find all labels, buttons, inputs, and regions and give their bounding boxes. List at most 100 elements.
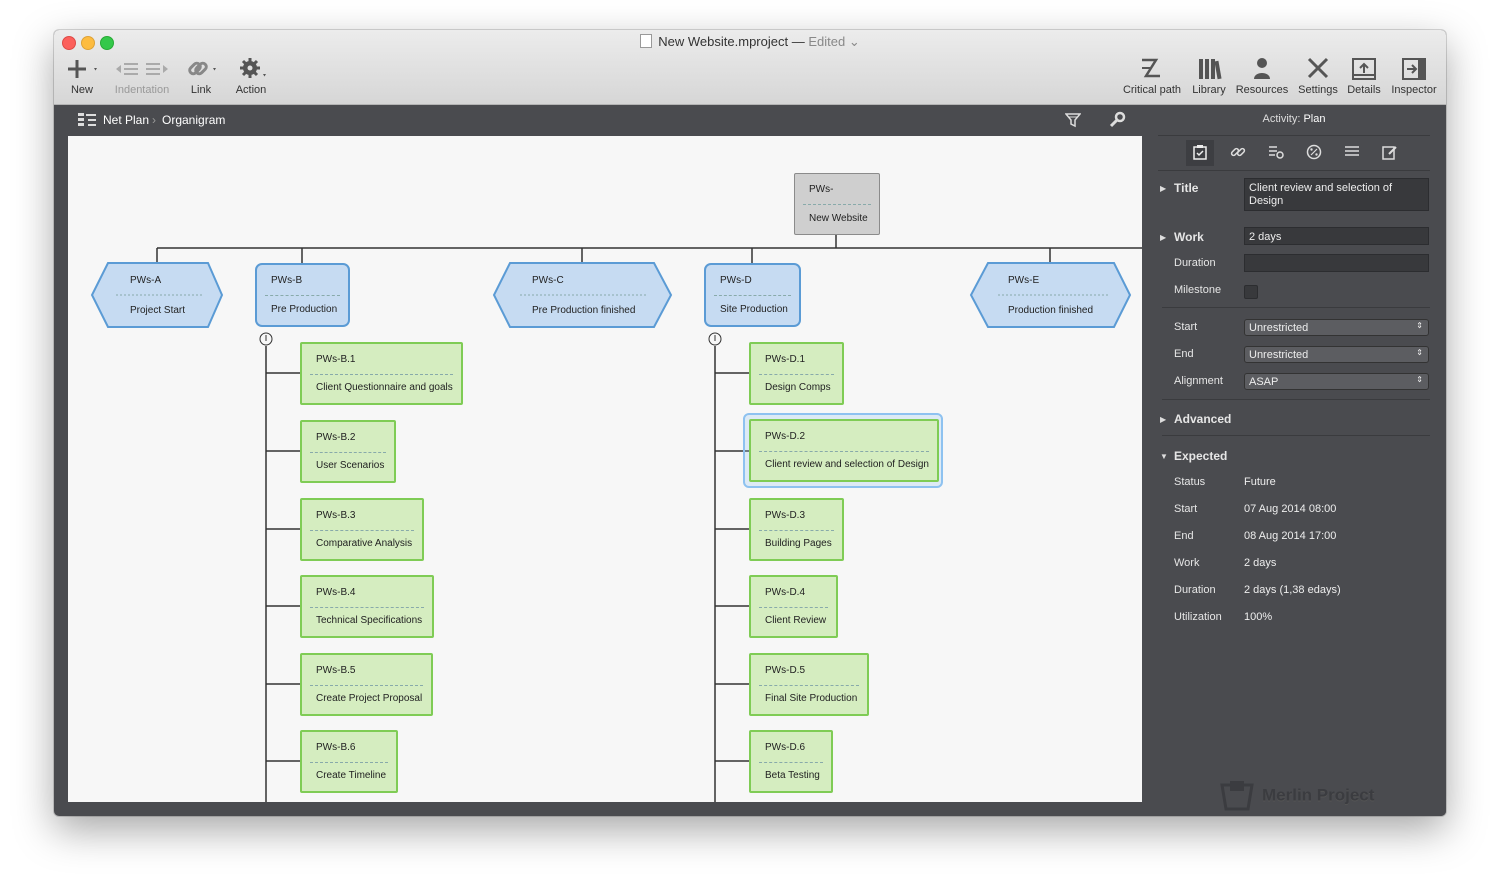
node-divider <box>265 295 340 296</box>
zoom-window-button[interactable] <box>100 36 114 50</box>
node-divider <box>759 761 823 763</box>
clipboard-check-icon <box>1192 144 1208 163</box>
app-window: New Website.mproject — Edited ⌄ New Inde… <box>54 30 1446 816</box>
start-label: Start <box>1174 321 1198 333</box>
node-divider <box>759 684 859 686</box>
end-select[interactable]: Unrestricted⇕ <box>1244 346 1429 363</box>
settings-button[interactable]: Settings <box>1294 54 1342 96</box>
milestone-checkbox[interactable] <box>1244 285 1258 299</box>
node-name: Pre Production finished <box>532 305 636 316</box>
tab-resources[interactable] <box>1262 140 1290 166</box>
inspector-header-prefix: Activity: <box>1262 113 1301 125</box>
node-divider <box>310 451 386 453</box>
resources-label: Resources <box>1235 84 1289 96</box>
node-name: New Website <box>809 213 868 224</box>
work-disclosure-icon[interactable]: ▶ <box>1160 233 1167 242</box>
alignment-select[interactable]: ASAP⇕ <box>1244 373 1429 390</box>
settings-label: Settings <box>1298 84 1338 96</box>
organigram-canvas[interactable]: PWs- New Website PWs-A Project Start PWs… <box>68 136 1142 802</box>
link-button[interactable]: Link <box>182 54 220 96</box>
tab-list[interactable] <box>1338 140 1366 166</box>
node-pws-d2[interactable]: PWs-D.2 Client review and selection of D… <box>749 419 939 482</box>
title-disclosure-icon[interactable]: ▶ <box>1160 184 1167 193</box>
expected-utilization-label: Utilization <box>1174 611 1222 623</box>
expected-status-value: Future <box>1244 476 1276 488</box>
node-pws-d6[interactable]: PWs-D.6 Beta Testing <box>749 730 833 793</box>
advanced-label[interactable]: Advanced <box>1174 412 1232 426</box>
node-id: PWs-C <box>532 275 564 286</box>
divider <box>1162 307 1430 308</box>
node-pws-d4[interactable]: PWs-D.4 Client Review <box>749 575 838 638</box>
node-id: PWs-B.1 <box>316 354 356 365</box>
node-divider <box>759 450 929 452</box>
expected-label[interactable]: Expected <box>1174 449 1228 463</box>
details-button[interactable]: Details <box>1344 54 1384 96</box>
node-id: PWs-D.4 <box>765 587 805 598</box>
node-pws-d3[interactable]: PWs-D.3 Building Pages <box>749 498 844 561</box>
expected-disclosure-icon[interactable]: ▼ <box>1160 452 1168 461</box>
node-pws-b2[interactable]: PWs-B.2 User Scenarios <box>300 420 396 483</box>
start-select[interactable]: Unrestricted⇕ <box>1244 319 1429 336</box>
node-pws-e[interactable]: PWs-E Production finished <box>971 263 1130 327</box>
action-button[interactable]: Action <box>230 54 272 96</box>
node-pws-d1[interactable]: PWs-D.1 Design Comps <box>749 342 844 405</box>
duration-field[interactable] <box>1244 254 1429 272</box>
node-pws-b6[interactable]: PWs-B.6 Create Timeline <box>300 730 398 793</box>
expected-end-value: 08 Aug 2014 17:00 <box>1244 530 1337 542</box>
new-button[interactable]: New <box>64 54 100 96</box>
tab-notes[interactable] <box>1376 140 1404 166</box>
tab-activity[interactable] <box>1186 140 1214 166</box>
resources-button[interactable]: Resources <box>1234 54 1290 96</box>
tab-progress[interactable] <box>1300 140 1328 166</box>
node-name: Pre Production <box>271 304 338 315</box>
divider <box>1162 435 1430 436</box>
work-field[interactable]: 2 days <box>1244 227 1429 245</box>
node-divider <box>714 295 791 296</box>
tab-links[interactable] <box>1224 140 1252 166</box>
expected-start-value: 07 Aug 2014 08:00 <box>1244 503 1337 515</box>
end-select-value: Unrestricted <box>1249 349 1309 361</box>
indentation-label: Indentation <box>114 84 170 96</box>
updown-arrows-icon: ⇕ <box>1416 375 1423 384</box>
node-pws-b4[interactable]: PWs-B.4 Technical Specifications <box>300 575 434 638</box>
node-pws-d5[interactable]: PWs-D.5 Final Site Production <box>749 653 869 716</box>
indentation-button[interactable]: Indentation <box>110 54 174 96</box>
node-name: Project Start <box>130 305 186 316</box>
node-divider <box>759 606 828 608</box>
view-switcher-icon[interactable] <box>78 113 96 132</box>
node-pws-b5[interactable]: PWs-B.5 Create Project Proposal <box>300 653 433 716</box>
node-pws-b1[interactable]: PWs-B.1 Client Questionnaire and goals <box>300 342 463 405</box>
node-pws-d[interactable]: PWs-D Site Production <box>704 263 801 327</box>
breadcrumb-organigram[interactable]: Organigram <box>162 113 226 127</box>
library-button[interactable]: Library <box>1190 54 1228 96</box>
title-field[interactable]: Client review and selection of Design <box>1244 178 1429 211</box>
node-pws-b3[interactable]: PWs-B.3 Comparative Analysis <box>300 498 424 561</box>
node-name: Design Comps <box>765 382 831 393</box>
node-pws-c[interactable]: PWs-C Pre Production finished <box>494 263 671 327</box>
inspector-panel: Activity: Plan ▶ Title <box>1158 105 1446 816</box>
inspector-button[interactable]: Inspector <box>1388 54 1440 96</box>
wrench-icon[interactable] <box>1108 111 1126 134</box>
advanced-disclosure-icon[interactable]: ▶ <box>1160 415 1167 424</box>
node-pws-a[interactable]: PWs-A Project Start <box>92 263 222 327</box>
filter-icon[interactable] <box>1064 112 1082 133</box>
link-label: Link <box>190 84 212 96</box>
resources-icon <box>1234 54 1290 84</box>
edited-status[interactable]: Edited ⌄ <box>808 34 860 49</box>
critical-path-icon <box>1120 54 1184 84</box>
critical-path-button[interactable]: Critical path <box>1120 54 1184 96</box>
title-label: Title <box>1174 181 1199 195</box>
minimize-window-button[interactable] <box>81 36 95 50</box>
node-divider <box>310 761 388 763</box>
close-window-button[interactable] <box>62 36 76 50</box>
node-id: PWs-A <box>130 275 162 286</box>
link-icon <box>1230 144 1246 163</box>
document-icon <box>640 34 653 48</box>
node-name: Client review and selection of Design <box>765 459 929 470</box>
root-node[interactable]: PWs- New Website <box>794 173 880 235</box>
breadcrumb-net-plan[interactable]: Net Plan <box>103 113 150 127</box>
node-id: PWs-E <box>1008 275 1040 286</box>
collapse-b-icon <box>259 332 273 346</box>
node-pws-b[interactable]: PWs-B Pre Production <box>255 263 350 327</box>
hexagon-pws-c <box>492 262 673 328</box>
